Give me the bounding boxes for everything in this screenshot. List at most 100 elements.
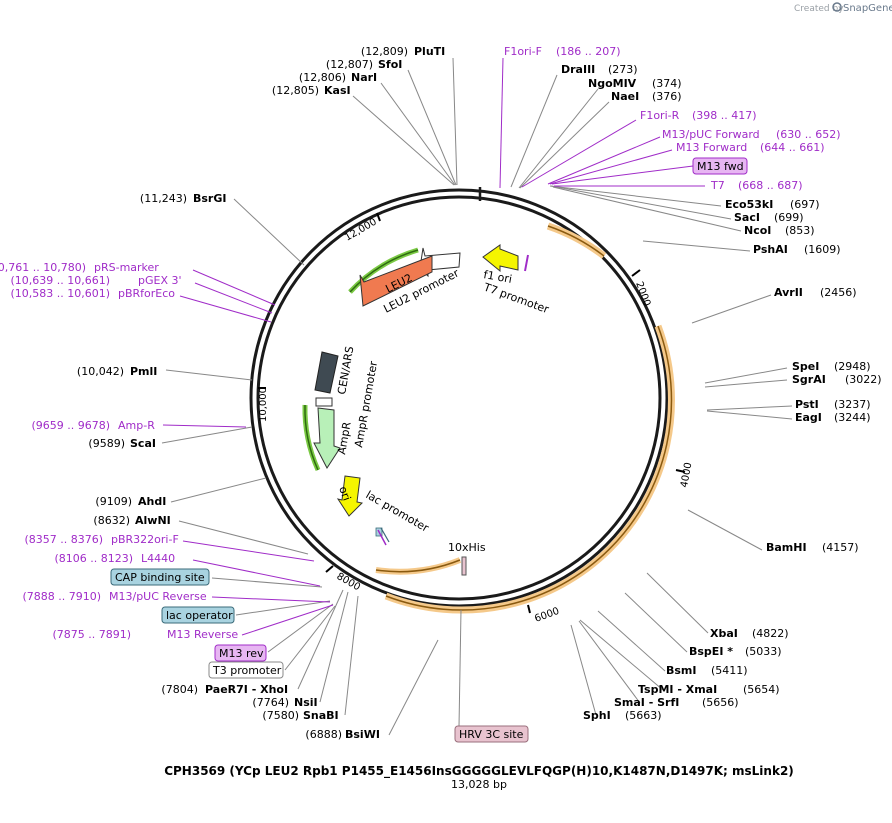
- svg-text:L4440: L4440: [141, 552, 175, 565]
- svg-text:(398 .. 417): (398 .. 417): [692, 109, 757, 122]
- svg-text:PluTI: PluTI: [414, 45, 445, 58]
- svg-text:M13 Forward: M13 Forward: [676, 141, 747, 154]
- credit-text: Created by: [794, 4, 844, 14]
- enzyme-label-bsmi: BsmI (5411): [666, 664, 748, 677]
- svg-text:NaeI: NaeI: [611, 90, 639, 103]
- enzyme-label-snabi: (7580) SnaBI: [262, 709, 338, 722]
- svg-text:M13 rev: M13 rev: [219, 647, 264, 660]
- svg-text:(12,807): (12,807): [326, 58, 373, 71]
- svg-text:Amp-R: Amp-R: [118, 419, 155, 432]
- svg-text:NgoMIV: NgoMIV: [588, 77, 637, 90]
- svg-text:(1609): (1609): [804, 243, 841, 256]
- svg-text:M13/pUC Forward: M13/pUC Forward: [662, 128, 760, 141]
- svg-text:T3 promoter: T3 promoter: [212, 664, 282, 677]
- svg-text:(186 .. 207): (186 .. 207): [556, 45, 621, 58]
- ampr-promoter-block: [315, 397, 333, 407]
- svg-text:(9589): (9589): [88, 437, 125, 450]
- svg-text:(12,805): (12,805): [272, 84, 319, 97]
- svg-text:T7: T7: [710, 179, 725, 192]
- svg-text:(8357 .. 8376): (8357 .. 8376): [24, 533, 103, 546]
- enzyme-label-ngomiv: NgoMIV (374): [588, 77, 682, 90]
- primer-label-l4440: (8106 .. 8123) L4440: [54, 552, 175, 565]
- enzyme-label-eco53ki: Eco53kI (697): [725, 198, 820, 211]
- svg-text:M13 Reverse: M13 Reverse: [167, 628, 238, 641]
- svg-text:(376): (376): [652, 90, 682, 103]
- svg-text:PmlI: PmlI: [130, 365, 157, 378]
- svg-text:(11,243): (11,243): [140, 192, 187, 205]
- svg-text:pBR322ori-F: pBR322ori-F: [111, 533, 179, 546]
- cen-ars-label: CEN/ARS: [335, 345, 356, 395]
- svg-text:(7875 .. 7891): (7875 .. 7891): [52, 628, 131, 641]
- tick-label-4000: 4000: [679, 462, 694, 489]
- ampr-arrow: [313, 407, 341, 469]
- svg-text:DraIII: DraIII: [561, 63, 595, 76]
- t7-promoter-marker: [524, 254, 529, 272]
- enzyme-label-alwni: (8632) AlwNI: [93, 514, 170, 527]
- svg-text:(9109): (9109): [95, 495, 132, 508]
- primer-label-prs-marker: (10,761 .. 10,780) pRS-marker: [0, 261, 159, 274]
- svg-text:PshAI: PshAI: [753, 243, 788, 256]
- cds-arc-inner-line: [375, 559, 461, 573]
- svg-text:(668 .. 687): (668 .. 687): [738, 179, 803, 192]
- primer-label-m13-puc-forward: M13/pUC Forward (630 .. 652): [662, 128, 841, 141]
- enzyme-label-ncoi: NcoI (853): [744, 224, 815, 237]
- primer-label-m13-forward: M13 Forward (644 .. 661): [676, 141, 825, 154]
- plasmid-title: CPH3569 (YCp LEU2 Rpb1 P1455_E1456InsGGG…: [164, 764, 794, 779]
- plasmid-length: 13,028 bp: [451, 778, 507, 791]
- svg-text:M13 fwd: M13 fwd: [697, 160, 744, 173]
- svg-text:(10,761 .. 10,780): (10,761 .. 10,780): [0, 261, 86, 274]
- primer-label-f1ori-f: F1ori-F (186 .. 207): [504, 45, 621, 58]
- cen-ars-block: [314, 351, 339, 394]
- leader-lines: [161, 57, 793, 736]
- svg-text:(4822): (4822): [752, 627, 789, 640]
- svg-text:(10,042): (10,042): [77, 365, 124, 378]
- tick-label-10000: 10,000: [258, 387, 269, 422]
- svg-text:(644 .. 661): (644 .. 661): [760, 141, 825, 154]
- brand-text: SnapGene: [843, 3, 892, 14]
- enzyme-label-spei: SpeI (2948): [792, 360, 871, 373]
- svg-text:(9659 .. 9678): (9659 .. 9678): [31, 419, 110, 432]
- svg-text:SfoI: SfoI: [378, 58, 402, 71]
- svg-text:F1ori-R: F1ori-R: [640, 109, 680, 122]
- svg-text:lac operator: lac operator: [166, 609, 233, 622]
- svg-text:PstI: PstI: [795, 398, 819, 411]
- his-tag-label: 10xHis: [448, 541, 486, 554]
- enzyme-label-pmli: (10,042) PmlI: [77, 365, 157, 378]
- svg-text:SphI: SphI: [583, 709, 611, 722]
- svg-text:(10,583 .. 10,601): (10,583 .. 10,601): [10, 287, 110, 300]
- svg-text:BspEI *: BspEI *: [689, 645, 733, 658]
- svg-text:(4157): (4157): [822, 541, 859, 554]
- svg-text:(699): (699): [774, 211, 804, 224]
- enzyme-label-pluti: (12,809) PluTI: [361, 45, 445, 58]
- svg-text:BsiWI: BsiWI: [345, 728, 380, 741]
- svg-text:SgrAI: SgrAI: [792, 373, 826, 386]
- enzyme-label-saci: SacI (699): [734, 211, 804, 224]
- svg-text:(273): (273): [608, 63, 638, 76]
- enzyme-label-bspei: BspEI * (5033): [689, 645, 782, 658]
- enzyme-label-sphi: SphI (5663): [583, 709, 662, 722]
- enzyme-label-ahdi: (9109) AhdI: [95, 495, 166, 508]
- enzyme-label-pshai: PshAI (1609): [753, 243, 841, 256]
- cds-arc-main-line: [385, 325, 673, 611]
- svg-text:(7580): (7580): [262, 709, 299, 722]
- enzyme-label-bamhi: BamHI (4157): [766, 541, 859, 554]
- ori-arrow: [336, 475, 364, 517]
- tick-label-6000: 6000: [533, 606, 561, 625]
- svg-text:M13/pUC Reverse: M13/pUC Reverse: [109, 590, 207, 603]
- svg-text:(7764): (7764): [252, 696, 289, 709]
- svg-text:BsrGI: BsrGI: [193, 192, 226, 205]
- svg-text:ScaI: ScaI: [130, 437, 156, 450]
- svg-text:(5654): (5654): [743, 683, 780, 696]
- svg-text:(5411): (5411): [711, 664, 748, 677]
- ampr-arc-line: [304, 404, 319, 471]
- enzyme-label-naei: NaeI (376): [611, 90, 682, 103]
- svg-text:KasI: KasI: [324, 84, 351, 97]
- primer-label-pbr322ori-f: (8357 .. 8376) pBR322ori-F: [24, 533, 178, 546]
- svg-text:EagI: EagI: [795, 411, 822, 424]
- lac-cluster-icon: [375, 527, 390, 546]
- lac-promoter-label: lac promoter: [364, 488, 432, 535]
- ampr-label: AmpR: [335, 421, 354, 456]
- svg-text:pBRforEco: pBRforEco: [118, 287, 175, 300]
- enzyme-label-psti: PstI (3237): [795, 398, 871, 411]
- enzyme-label-paer7i-xhoi: (7804) PaeR7I - XhoI: [161, 683, 288, 696]
